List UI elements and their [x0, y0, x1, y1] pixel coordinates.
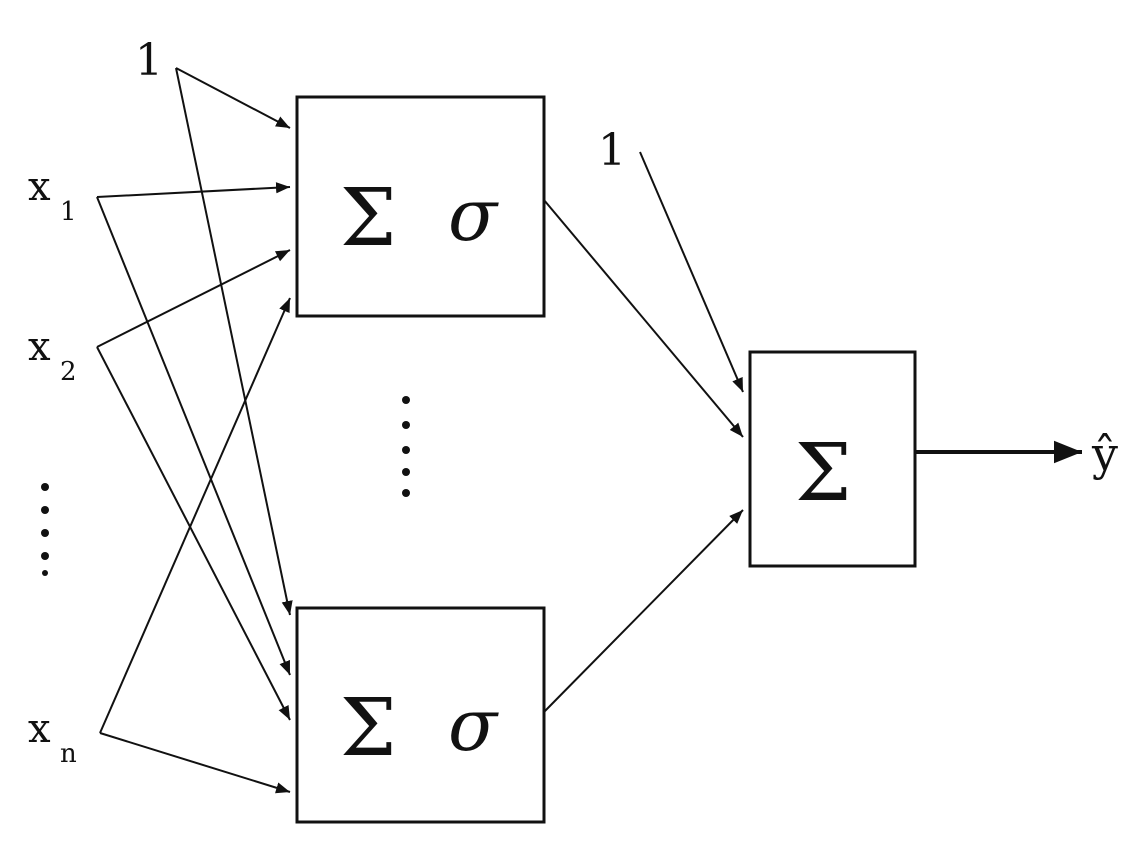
edge-bias-bottom	[175, 67, 293, 616]
edge-x2-top	[96, 249, 291, 348]
input-edges	[96, 67, 293, 794]
edge-x2-bottom	[96, 346, 291, 721]
edge-xn-top	[99, 297, 291, 734]
input-xn-label: x	[28, 706, 51, 752]
input-x1-subscript: 1	[60, 197, 77, 227]
sum-symbol: Σ	[795, 426, 852, 519]
output-bias-label: 1	[598, 125, 626, 176]
edge-bias-top	[175, 67, 291, 129]
output-unit: Σ	[748, 350, 917, 568]
input-bias-label: 1	[135, 35, 163, 86]
edge-x1-top	[96, 182, 291, 198]
input-ellipsis	[41, 483, 49, 576]
output-yhat-label: ŷ	[1091, 427, 1118, 481]
hidden-unit-top: Σ σ	[295, 95, 546, 318]
input-xn-subscript: n	[60, 739, 77, 769]
sigma-activation-symbol: σ	[448, 173, 499, 257]
input-x1-label: x	[28, 164, 51, 210]
hidden-unit-bottom: Σ σ	[295, 606, 546, 824]
edge-xn-bottom	[99, 732, 291, 794]
input-x2-subscript: 2	[60, 357, 77, 387]
edge-bottom-to-output	[543, 509, 744, 713]
edge-top-to-output	[543, 199, 744, 438]
edge-output-bias	[639, 151, 744, 393]
input-x2-label: x	[28, 324, 51, 370]
sigma-activation-symbol: σ	[448, 683, 499, 767]
edge-x1-bottom	[96, 196, 291, 676]
sum-symbol: Σ	[340, 171, 397, 264]
hidden-ellipsis	[402, 396, 410, 497]
sum-symbol: Σ	[340, 681, 397, 774]
